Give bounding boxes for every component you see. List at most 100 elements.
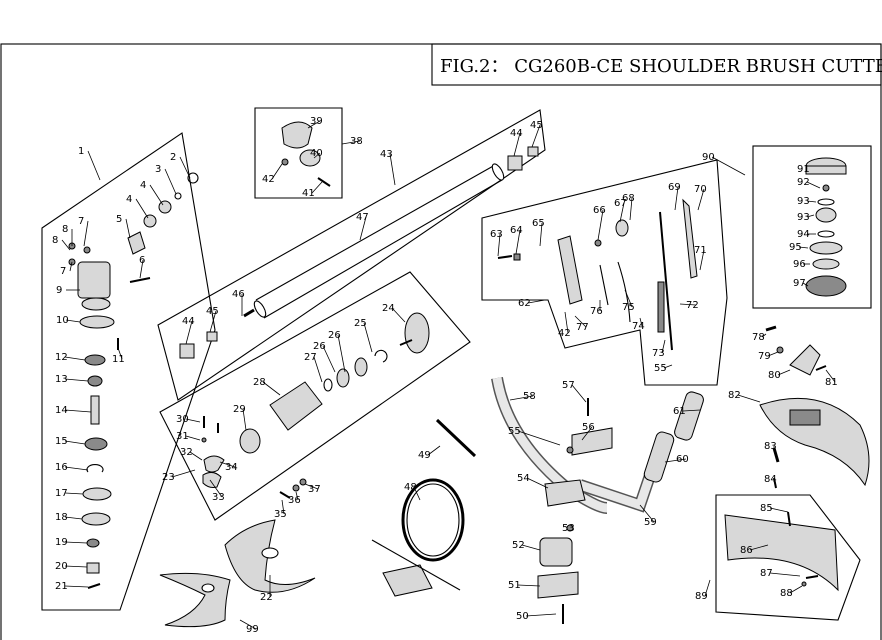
- part-label-7: 7: [60, 266, 66, 277]
- part-label-80: 80: [768, 370, 781, 381]
- leader-line-56: [581, 426, 593, 441]
- gear-head-group-outline: [41, 132, 216, 611]
- part-label-24: 24: [382, 303, 395, 314]
- leader-line-26: [337, 334, 346, 373]
- leader-line-34: [219, 461, 236, 468]
- part-label-95: 95: [789, 242, 802, 253]
- leader-line-61: [682, 409, 701, 412]
- part-label-55: 55: [508, 426, 521, 437]
- three-tooth-blades: [159, 519, 316, 628]
- leader-line-38: [341, 140, 361, 145]
- leader-line-69: [674, 186, 679, 211]
- drive-shaft-tube: [243, 163, 505, 319]
- leader-line-90: [711, 156, 746, 176]
- part-label-60: 60: [676, 454, 689, 465]
- bushing-44a: [179, 343, 195, 359]
- leader-line-73: [661, 339, 666, 354]
- leader-line-21: [64, 585, 89, 588]
- leader-line-5: [125, 218, 131, 239]
- bushing-44b: [507, 155, 523, 171]
- part-label-61: 61: [673, 406, 686, 417]
- part-label-65: 65: [532, 218, 545, 229]
- leader-line-47: [359, 216, 367, 241]
- part-label-11: 11: [112, 354, 125, 365]
- part-label-56: 56: [582, 422, 595, 433]
- part-label-8: 8: [62, 224, 68, 235]
- part-label-78: 78: [752, 332, 765, 343]
- leader-line-33: [209, 479, 223, 498]
- part-label-29: 29: [233, 404, 246, 415]
- leader-line-43: [389, 153, 396, 186]
- part-label-52: 52: [512, 540, 525, 551]
- leader-line-64: [515, 229, 521, 255]
- part-label-12: 12: [55, 352, 68, 363]
- part-label-84: 84: [764, 474, 777, 485]
- part-label-58: 58: [523, 391, 536, 402]
- part-label-42: 42: [262, 174, 275, 185]
- title-box: [431, 43, 882, 86]
- leader-line-93: [806, 200, 817, 203]
- part-label-46: 46: [232, 289, 245, 300]
- leader-line-80: [777, 369, 791, 376]
- part-label-68: 68: [622, 193, 635, 204]
- leader-line-52: [521, 544, 541, 551]
- leader-line-75: [624, 289, 633, 308]
- part-label-20: 20: [55, 561, 68, 572]
- part-label-75: 75: [622, 302, 635, 313]
- leader-line-18: [64, 516, 83, 520]
- part-label-43: 43: [380, 149, 393, 160]
- part-label-30: 30: [176, 414, 189, 425]
- part-label-53: 53: [562, 523, 575, 534]
- part-label-92: 92: [797, 177, 810, 188]
- part-label-99: 99: [246, 624, 259, 635]
- leader-line-42: [271, 163, 283, 180]
- leader-line-27: [313, 356, 323, 383]
- leader-line-24: [391, 307, 406, 323]
- leader-line-41: [311, 181, 323, 194]
- leader-line-39: [307, 120, 321, 129]
- part-label-1: 1: [78, 146, 84, 157]
- leader-line-62: [527, 299, 546, 304]
- part-label-18: 18: [55, 512, 68, 523]
- part-number-labels: 1234456778891011121314151617181920212223…: [52, 116, 838, 635]
- leader-line-50: [525, 613, 557, 617]
- part-label-6: 6: [139, 255, 145, 266]
- leader-line-79: [767, 351, 779, 357]
- leader-line-48: [413, 486, 421, 501]
- strap-hook-rod: [435, 418, 477, 458]
- leader-line-26: [322, 345, 336, 373]
- handle-group-outline: [481, 159, 728, 386]
- part-label-57: 57: [562, 380, 575, 391]
- leader-line-68: [629, 197, 633, 221]
- part-label-13: 13: [55, 374, 68, 385]
- leader-line-49: [427, 445, 441, 456]
- leader-line-51: [517, 584, 541, 587]
- leader-line-99: [239, 619, 257, 630]
- leader-line-4: [135, 198, 149, 219]
- part-label-89: 89: [695, 591, 708, 602]
- part-label-77: 77: [576, 322, 589, 333]
- part-label-70: 70: [694, 184, 707, 195]
- leader-line-78: [761, 333, 767, 338]
- part-label-96: 96: [793, 259, 806, 270]
- part-label-19: 19: [55, 537, 68, 548]
- clutch-parts: [201, 312, 430, 499]
- clamp-group-outline: [254, 107, 343, 199]
- part-label-9: 9: [56, 285, 62, 296]
- leader-line-65: [539, 222, 543, 247]
- part-label-22: 22: [260, 592, 273, 603]
- part-label-73: 73: [652, 348, 665, 359]
- part-label-27: 27: [304, 352, 317, 363]
- leader-line-40: [313, 152, 321, 159]
- part-label-40: 40: [310, 148, 323, 159]
- leader-line-71: [699, 249, 705, 271]
- leader-line-3: [164, 168, 177, 195]
- leader-line-55: [663, 364, 673, 369]
- part-label-91: 91: [797, 164, 810, 175]
- leader-line-11: [117, 347, 123, 360]
- leader-line-6: [139, 259, 144, 279]
- spool-group-outline: [752, 145, 872, 309]
- leader-line-72: [679, 303, 697, 306]
